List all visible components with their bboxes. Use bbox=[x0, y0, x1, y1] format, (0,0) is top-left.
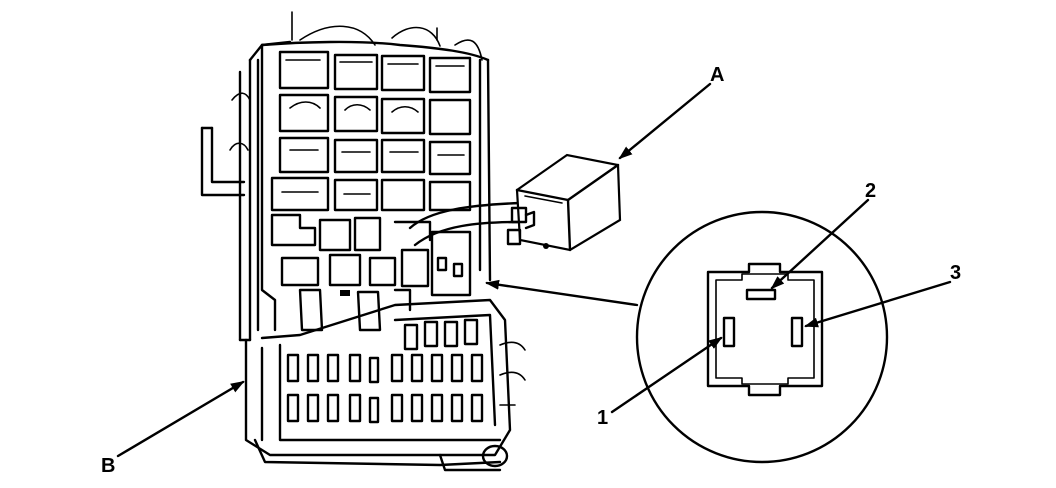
terminal-3-slot bbox=[790, 316, 804, 348]
connector-detail-view bbox=[635, 210, 889, 464]
relay-a bbox=[506, 153, 622, 252]
relay-socket-grid bbox=[270, 50, 472, 332]
leader-detail-circle bbox=[485, 279, 639, 307]
callout-fuse-box-b: B bbox=[101, 455, 115, 477]
callout-relay-a: A bbox=[710, 64, 724, 86]
side-rail bbox=[238, 40, 292, 342]
leader-b bbox=[116, 380, 245, 458]
callout-terminal-3: 3 bbox=[950, 262, 961, 284]
callout-terminal-2: 2 bbox=[865, 180, 876, 202]
terminal-1-slot bbox=[722, 316, 736, 348]
terminal-2-slot bbox=[745, 288, 777, 301]
mounting-bracket bbox=[200, 126, 246, 197]
leader-a bbox=[618, 82, 712, 160]
callout-labels: A B 1 2 3 bbox=[101, 64, 961, 477]
under-dash-fuse-relay-box bbox=[200, 11, 526, 472]
box-body bbox=[260, 40, 492, 332]
fuse-row-lower bbox=[286, 393, 484, 424]
leader-terminal-3 bbox=[804, 280, 952, 328]
harness-to-relay bbox=[408, 201, 522, 247]
wire-harness-top bbox=[229, 11, 483, 151]
connector-face bbox=[706, 262, 824, 397]
leader-terminal-2 bbox=[770, 198, 870, 290]
fuse-panel bbox=[244, 298, 526, 472]
fuse-row-upper bbox=[286, 318, 484, 384]
leader-terminal-1 bbox=[610, 336, 723, 414]
leader-lines bbox=[116, 82, 952, 458]
callout-terminal-1: 1 bbox=[597, 407, 608, 429]
